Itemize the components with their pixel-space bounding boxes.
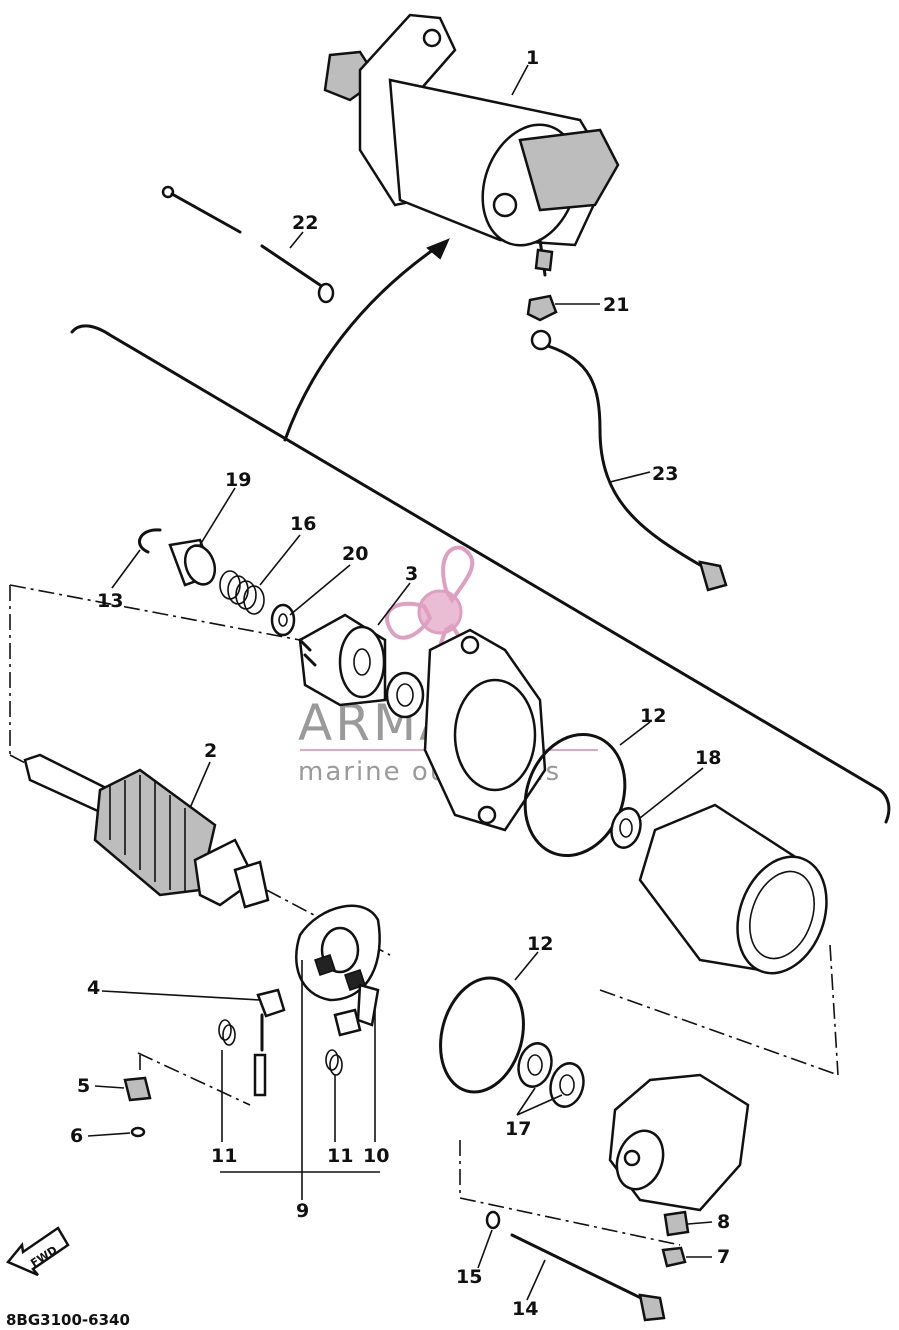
fwd-arrow: FWD	[5, 1226, 70, 1277]
part-23-ground-lead	[530, 329, 728, 592]
callout-20: 20	[342, 543, 368, 565]
callout-8: 8	[717, 1211, 730, 1233]
part-7-nut	[661, 1246, 687, 1268]
callout-12-upper: 12	[640, 705, 666, 727]
arrow-head-icon	[426, 238, 450, 260]
callout-19: 19	[225, 469, 251, 491]
part-20-washer	[270, 603, 296, 637]
callout-9: 9	[296, 1200, 309, 1222]
part-18-washer	[610, 807, 642, 849]
callout-22: 22	[292, 212, 318, 234]
callout-5: 5	[77, 1075, 90, 1097]
washer-ring	[385, 671, 425, 719]
callout-17: 17	[505, 1118, 531, 1140]
part-1-starter-motor	[323, 13, 620, 277]
callout-2: 2	[204, 740, 217, 762]
callout-15: 15	[456, 1266, 482, 1288]
assembly-bracket	[70, 238, 891, 824]
callout-11-left: 11	[211, 1145, 237, 1167]
callout-10: 10	[363, 1145, 389, 1167]
callout-7: 7	[717, 1246, 730, 1268]
callout-16: 16	[290, 513, 316, 535]
callout-4: 4	[87, 977, 100, 999]
callout-23: 23	[652, 463, 678, 485]
part-2-armature	[23, 753, 270, 909]
callout-11-right: 11	[327, 1145, 353, 1167]
yoke-housing	[638, 803, 828, 975]
part-11-spring-left	[218, 1019, 236, 1046]
part-3-pinion-clutch	[298, 613, 387, 707]
part-17-washers	[517, 1042, 585, 1108]
part-19-collar	[168, 538, 217, 587]
part-11-spring-right	[325, 1049, 343, 1076]
part-10-brush	[333, 983, 380, 1037]
diagram-code: 8BG3100-6340	[6, 1311, 130, 1329]
part-9-brush-plate	[295, 904, 381, 1002]
callout-3: 3	[405, 563, 418, 585]
part-15-washer	[485, 1210, 501, 1230]
part-14-through-bolt	[510, 1233, 666, 1322]
part-5-nut	[123, 1076, 152, 1102]
callout-18: 18	[695, 747, 721, 769]
leader-lines	[87, 64, 713, 1301]
callout-6: 6	[70, 1125, 83, 1147]
front-bracket	[423, 628, 547, 832]
part-16-spring	[219, 570, 265, 615]
part-8-grommet	[663, 1210, 690, 1237]
callout-21: 21	[603, 294, 629, 316]
fwd-arrow-icon	[5, 1226, 70, 1277]
part-6-washer	[130, 1126, 146, 1138]
part-4-brush	[253, 988, 286, 1097]
part-13-circlip	[138, 528, 162, 554]
part-12-o-ring-lower	[439, 976, 525, 1094]
callout-12-lower: 12	[527, 933, 553, 955]
callout-labels: 1 22 21 23 19 16 20 3 13 12 2 18 12 4 5 …	[70, 47, 730, 1320]
callout-14: 14	[512, 1298, 538, 1320]
callout-1: 1	[526, 47, 539, 69]
part-22-lead-wire	[161, 185, 335, 304]
part-21-nut	[526, 294, 558, 322]
rear-cover	[608, 1073, 750, 1212]
callout-13: 13	[97, 590, 123, 612]
